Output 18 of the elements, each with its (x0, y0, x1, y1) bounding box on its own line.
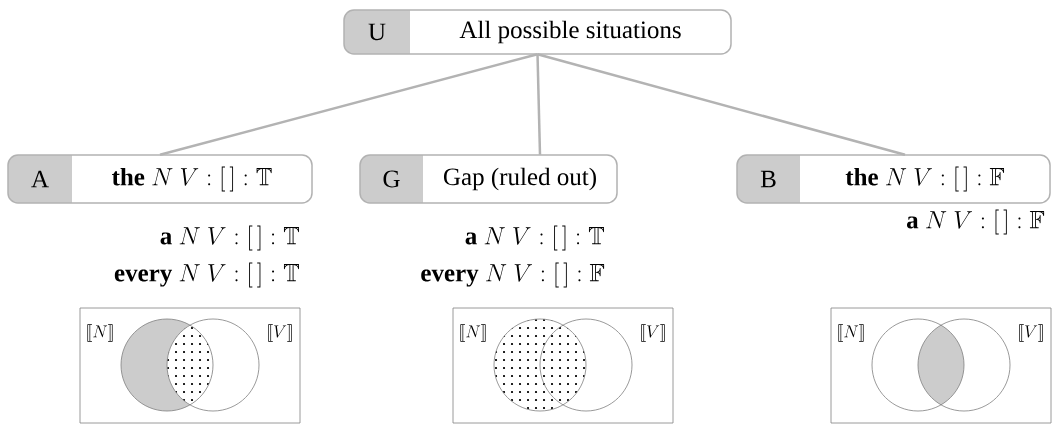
connector-line (536, 54, 542, 155)
set-label: $\llbracket V\rrbracket$ (268, 324, 292, 342)
tabbed-box: B $\textbf{the}~N~V : [\,] : \mathbb{F}$ (736, 154, 1051, 204)
connector-line (159, 53, 538, 156)
set-label: $\llbracket N\rrbracket$ (87, 324, 113, 342)
tabbed-box: A $\textbf{the}~N~V : [\,] : \mathbb{T}$ (7, 154, 313, 204)
connector-line (537, 53, 906, 156)
tabbed-box: U All possible situations (343, 9, 732, 55)
formula-text: $\textbf{a}~N~V : [\,] : \mathbb{T}$ (465, 225, 604, 251)
formula-text: $\textbf{a}~N~V : [\,] : \mathbb{F}$ (906, 209, 1045, 235)
formula-text: $\textbf{every}~N~V : [\,] : \mathbb{T}$ (114, 262, 299, 288)
set-label: $\llbracket V\rrbracket$ (641, 324, 665, 342)
tabbed-box: G Gap (ruled out) (359, 154, 618, 204)
set-label: $\llbracket V\rrbracket$ (1019, 324, 1043, 342)
set-label: $\llbracket N\rrbracket$ (460, 324, 486, 342)
formula-text: $\textbf{every}~N~V : [\,] : \mathbb{F}$ (421, 262, 605, 288)
set-label: $\llbracket N\rrbracket$ (838, 324, 864, 342)
formula-text: $\textbf{a}~N~V : [\,] : \mathbb{T}$ (160, 225, 299, 251)
